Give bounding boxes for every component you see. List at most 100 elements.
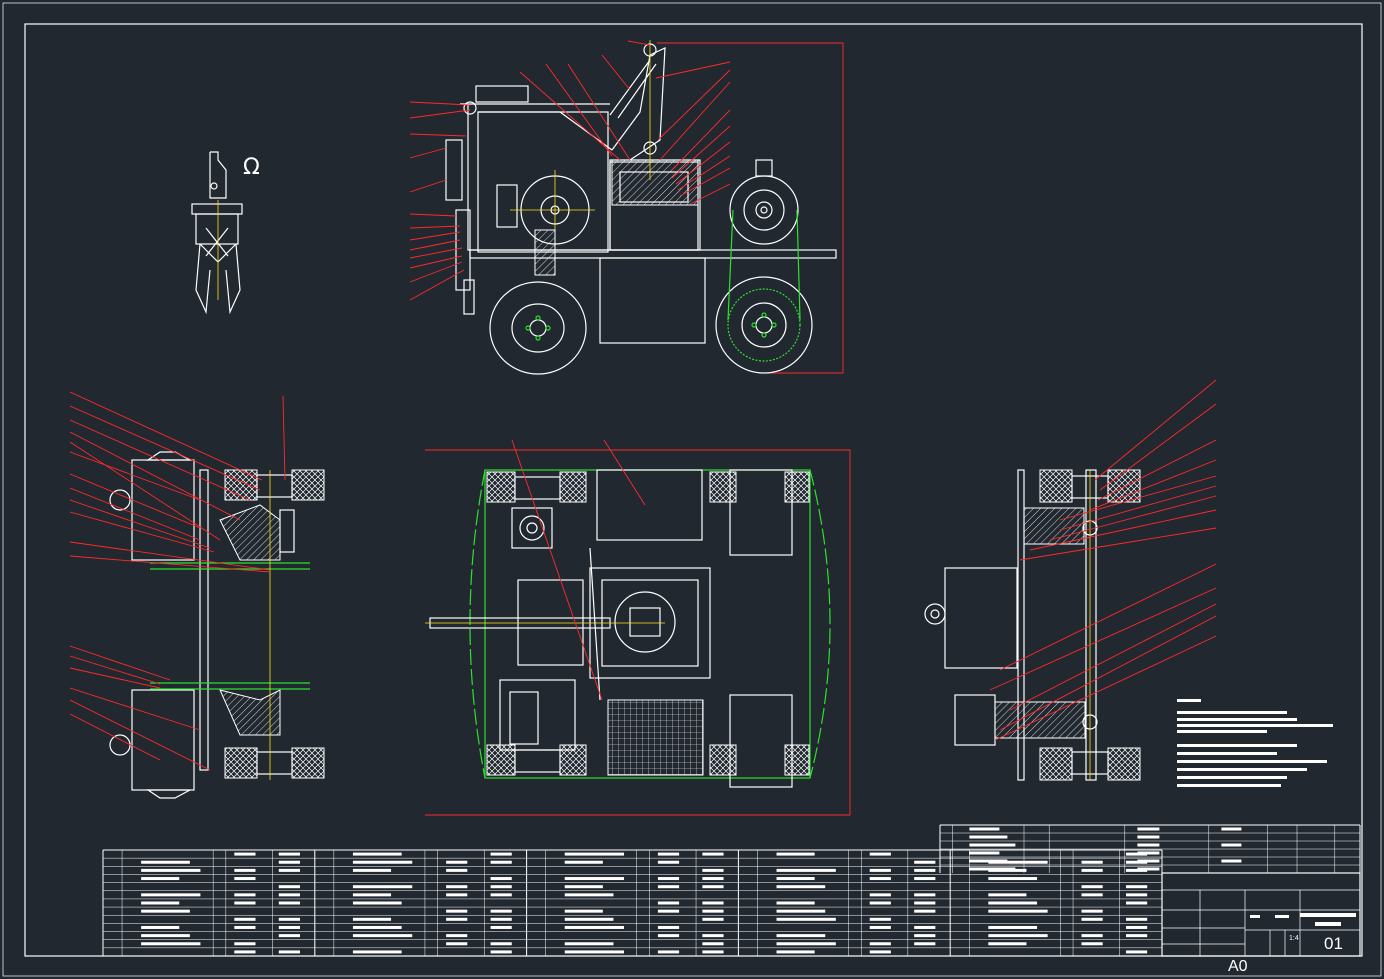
table-cell-text bbox=[869, 942, 891, 946]
table-cell-text bbox=[914, 909, 936, 913]
table-cell-text bbox=[988, 909, 1048, 913]
table-cell-text bbox=[352, 925, 402, 929]
table-cell-text bbox=[278, 934, 300, 938]
table-cell-text bbox=[1125, 917, 1148, 921]
table-cell-text bbox=[564, 852, 625, 856]
table-cell-text bbox=[234, 950, 256, 954]
table-cell-text bbox=[702, 917, 724, 921]
table-cell-text bbox=[564, 885, 603, 889]
upper-bom-table bbox=[939, 824, 1361, 873]
table-cell-text bbox=[352, 901, 402, 905]
table-cell-text bbox=[141, 868, 201, 872]
table-cell-text bbox=[776, 942, 836, 946]
table-cell-text bbox=[234, 877, 256, 881]
table-cell-text bbox=[969, 859, 1008, 863]
table-cell-text bbox=[1125, 950, 1148, 954]
table-cell-text bbox=[1125, 868, 1148, 872]
table-cell-text bbox=[1125, 860, 1148, 864]
table-cell-text bbox=[490, 917, 512, 921]
table-cell-text bbox=[776, 950, 815, 954]
table-cell-text bbox=[141, 860, 190, 864]
table-cell-text bbox=[141, 909, 190, 913]
omega-symbol: Ω bbox=[243, 155, 260, 180]
table-cell-text bbox=[969, 843, 1016, 847]
drawing-number: 01 bbox=[1324, 934, 1343, 953]
table-cell-text bbox=[869, 893, 891, 897]
table-cell-text bbox=[1221, 843, 1242, 847]
table-cell-text bbox=[657, 901, 680, 905]
table-cell-text bbox=[914, 877, 936, 881]
table-cell-text bbox=[564, 942, 614, 946]
table-cell-text bbox=[234, 852, 256, 856]
table-cell-text bbox=[988, 925, 1038, 929]
table-cell-text bbox=[234, 942, 256, 946]
table-cell-text bbox=[914, 925, 936, 929]
table-cell-text bbox=[141, 925, 180, 929]
table-cell-text bbox=[352, 868, 392, 872]
plan-view bbox=[425, 439, 851, 816]
table-cell-text bbox=[702, 885, 724, 889]
table-cell-text bbox=[234, 925, 256, 929]
table-cell-text bbox=[564, 917, 614, 921]
table-cell-text bbox=[776, 852, 815, 856]
table-cell-text bbox=[352, 893, 392, 897]
table-cell-text bbox=[702, 877, 724, 881]
table-cell-text bbox=[234, 893, 256, 897]
table-cell-text bbox=[1125, 925, 1148, 929]
table-cell-text bbox=[490, 860, 512, 864]
table-cell-text bbox=[352, 852, 402, 856]
table-cell-text bbox=[1137, 843, 1160, 847]
table-cell-text bbox=[352, 950, 402, 954]
table-cell-text bbox=[702, 868, 724, 872]
table-cell-text bbox=[869, 901, 891, 905]
scale-label: 1:4 bbox=[1289, 935, 1299, 942]
table-cell-text bbox=[278, 893, 300, 897]
table-cell-text bbox=[278, 901, 300, 905]
table-cell-text bbox=[776, 885, 826, 889]
table-cell-text bbox=[776, 868, 836, 872]
table-cell-text bbox=[490, 925, 512, 929]
table-cell-text bbox=[490, 852, 512, 856]
table-cell-text bbox=[988, 942, 1027, 946]
table-cell-text bbox=[869, 868, 891, 872]
table-cell-text bbox=[702, 934, 724, 938]
table-cell-text bbox=[776, 877, 815, 881]
table-cell-text bbox=[1081, 885, 1103, 889]
table-cell-text bbox=[490, 893, 512, 897]
table-cell-text bbox=[969, 835, 1008, 839]
table-cell-text bbox=[702, 901, 724, 905]
table-cell-text bbox=[1081, 942, 1103, 946]
table-cell-text bbox=[234, 917, 256, 921]
table-cell-text bbox=[564, 950, 625, 954]
table-cell-text bbox=[1125, 852, 1148, 856]
table-cell-text bbox=[446, 942, 468, 946]
table-cell-text bbox=[914, 934, 936, 938]
table-cell-text bbox=[446, 917, 468, 921]
table-cell-text bbox=[564, 909, 603, 913]
left-side-view bbox=[69, 391, 325, 799]
table-cell-text bbox=[1221, 859, 1242, 863]
table-cell-text bbox=[278, 860, 300, 864]
table-cell-text bbox=[1125, 934, 1148, 938]
table-cell-text bbox=[702, 942, 724, 946]
table-cell-text bbox=[278, 868, 300, 872]
right-side-view bbox=[924, 379, 1217, 781]
table-cell-text bbox=[914, 860, 936, 864]
table-cell-text bbox=[446, 860, 468, 864]
table-cell-text bbox=[234, 868, 256, 872]
table-cell-text bbox=[564, 893, 614, 897]
table-cell-text bbox=[914, 893, 936, 897]
table-cell-text bbox=[988, 860, 1048, 864]
table-cell-text bbox=[490, 885, 512, 889]
table-cell-text bbox=[141, 877, 180, 881]
table-cell-text bbox=[490, 877, 512, 881]
table-cell-text bbox=[1125, 901, 1148, 905]
table-cell-text bbox=[776, 917, 836, 921]
table-cell-text bbox=[1221, 827, 1242, 831]
table-cell-text bbox=[1137, 835, 1160, 839]
table-cell-text bbox=[1125, 885, 1148, 889]
front-elevation-view bbox=[409, 40, 844, 375]
table-cell-text bbox=[988, 893, 1027, 897]
